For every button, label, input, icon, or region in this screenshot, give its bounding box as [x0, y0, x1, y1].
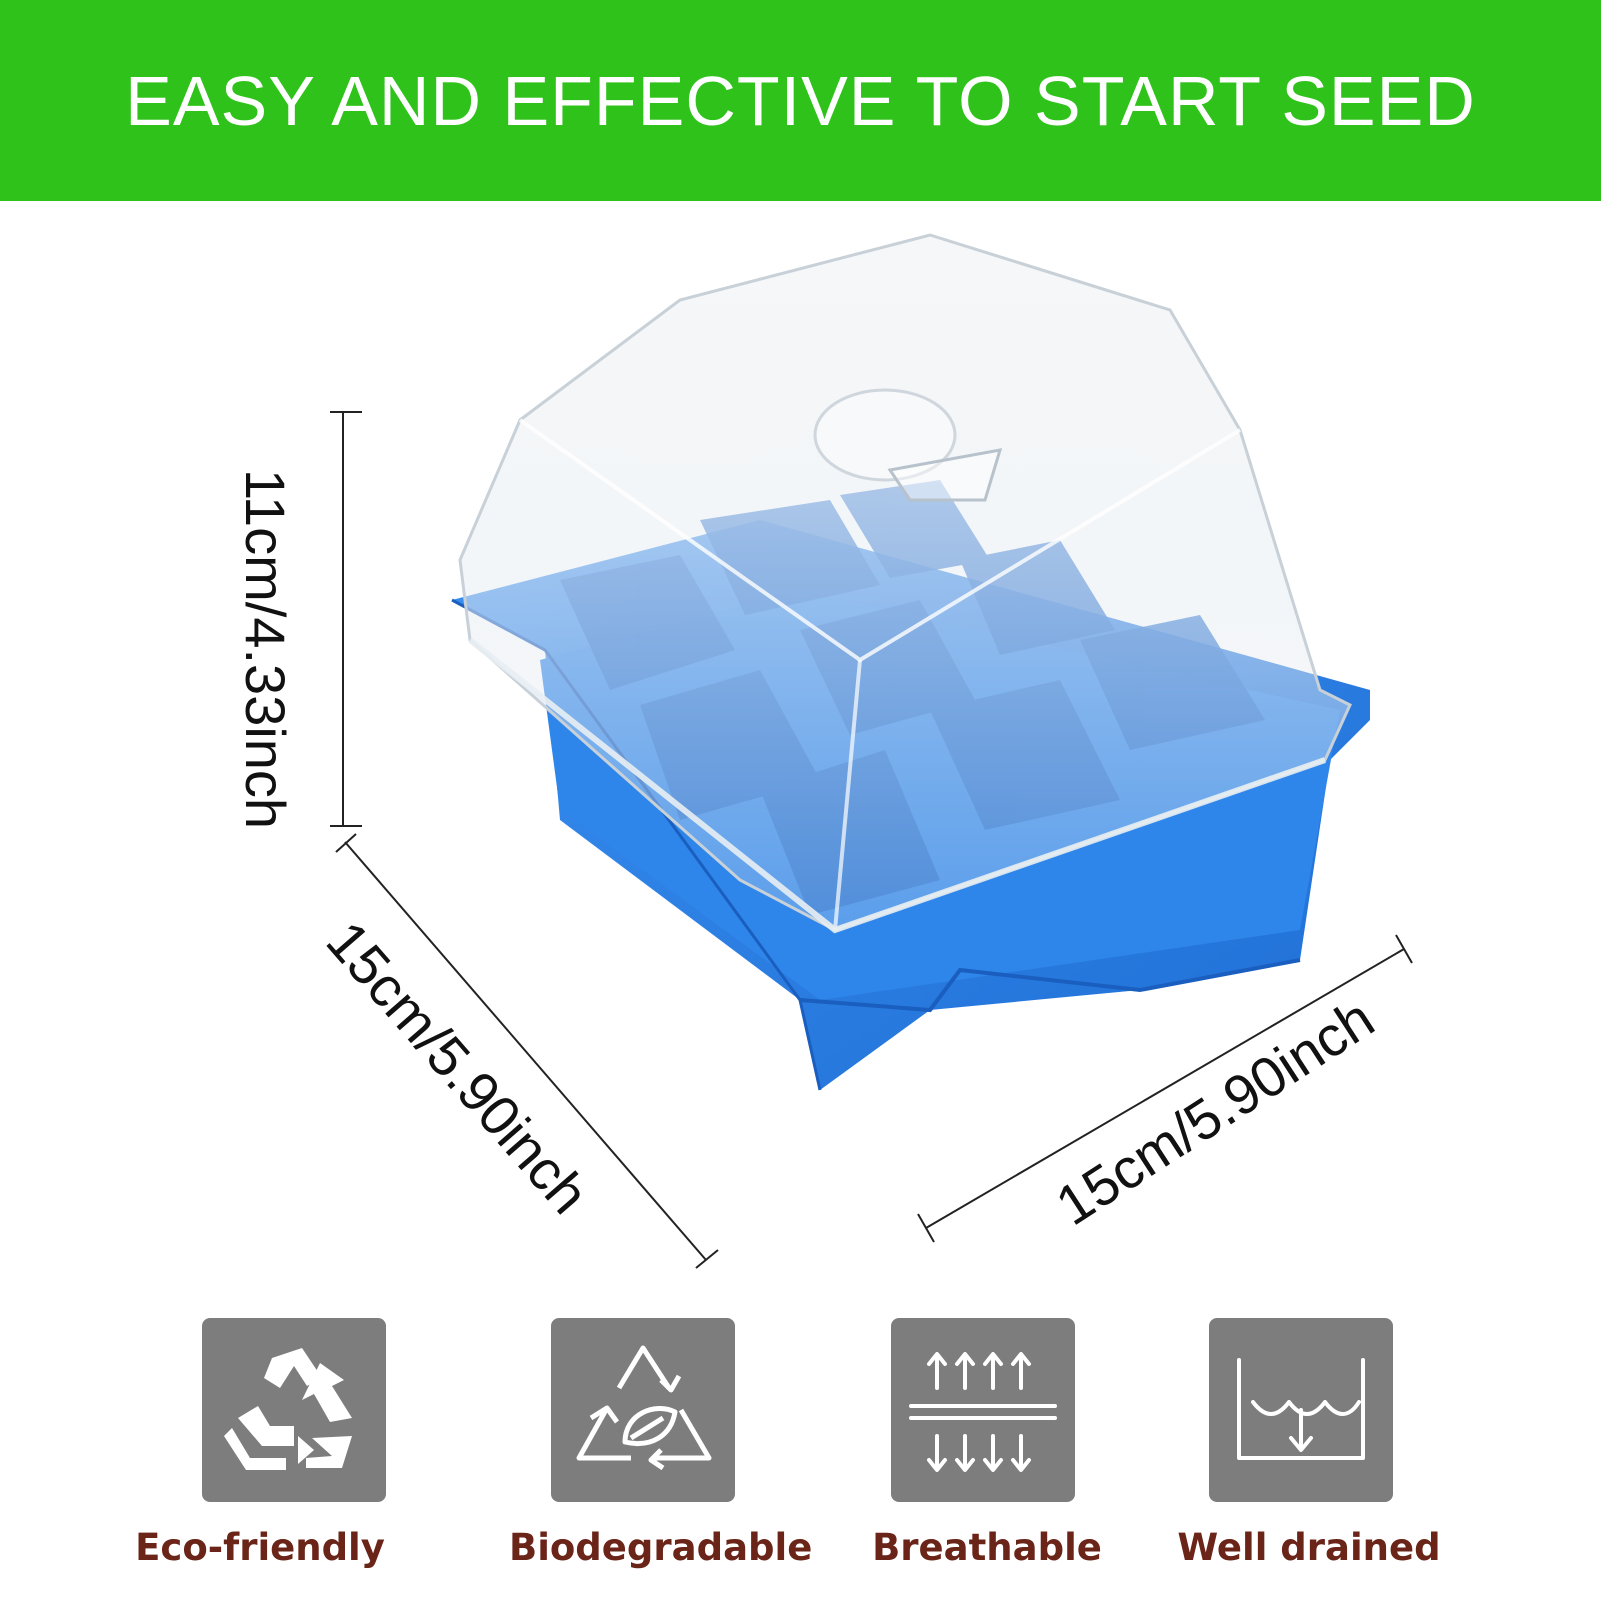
banner-title: EASY AND EFFECTIVE TO START SEED	[125, 61, 1476, 140]
feature-well-drained: Well drained	[1159, 1318, 1459, 1578]
feature-label-well-drained: Well drained	[1177, 1526, 1441, 1569]
height-dimension-line	[330, 411, 362, 827]
biodegradable-leaf-icon	[551, 1318, 735, 1502]
recycle-icon	[202, 1318, 386, 1502]
feature-label-biodegradable: Biodegradable	[509, 1526, 813, 1569]
feature-biodegradable: Biodegradable	[509, 1318, 813, 1578]
drainage-icon	[1209, 1318, 1393, 1502]
depth-dimension-line	[335, 833, 719, 1269]
clear-dome-lid	[458, 233, 1352, 934]
width-dimension-line	[917, 934, 1413, 1243]
header-banner: EASY AND EFFECTIVE TO START SEED	[0, 0, 1601, 201]
feature-label-eco-friendly: Eco-friendly	[135, 1526, 385, 1569]
feature-eco-friendly: Eco-friendly	[110, 1318, 410, 1578]
height-dimension-label: 11cm/4.33inch	[234, 469, 297, 830]
feature-label-breathable: Breathable	[872, 1526, 1102, 1569]
breathable-arrows-icon	[891, 1318, 1075, 1502]
feature-breathable: Breathable	[837, 1318, 1137, 1578]
